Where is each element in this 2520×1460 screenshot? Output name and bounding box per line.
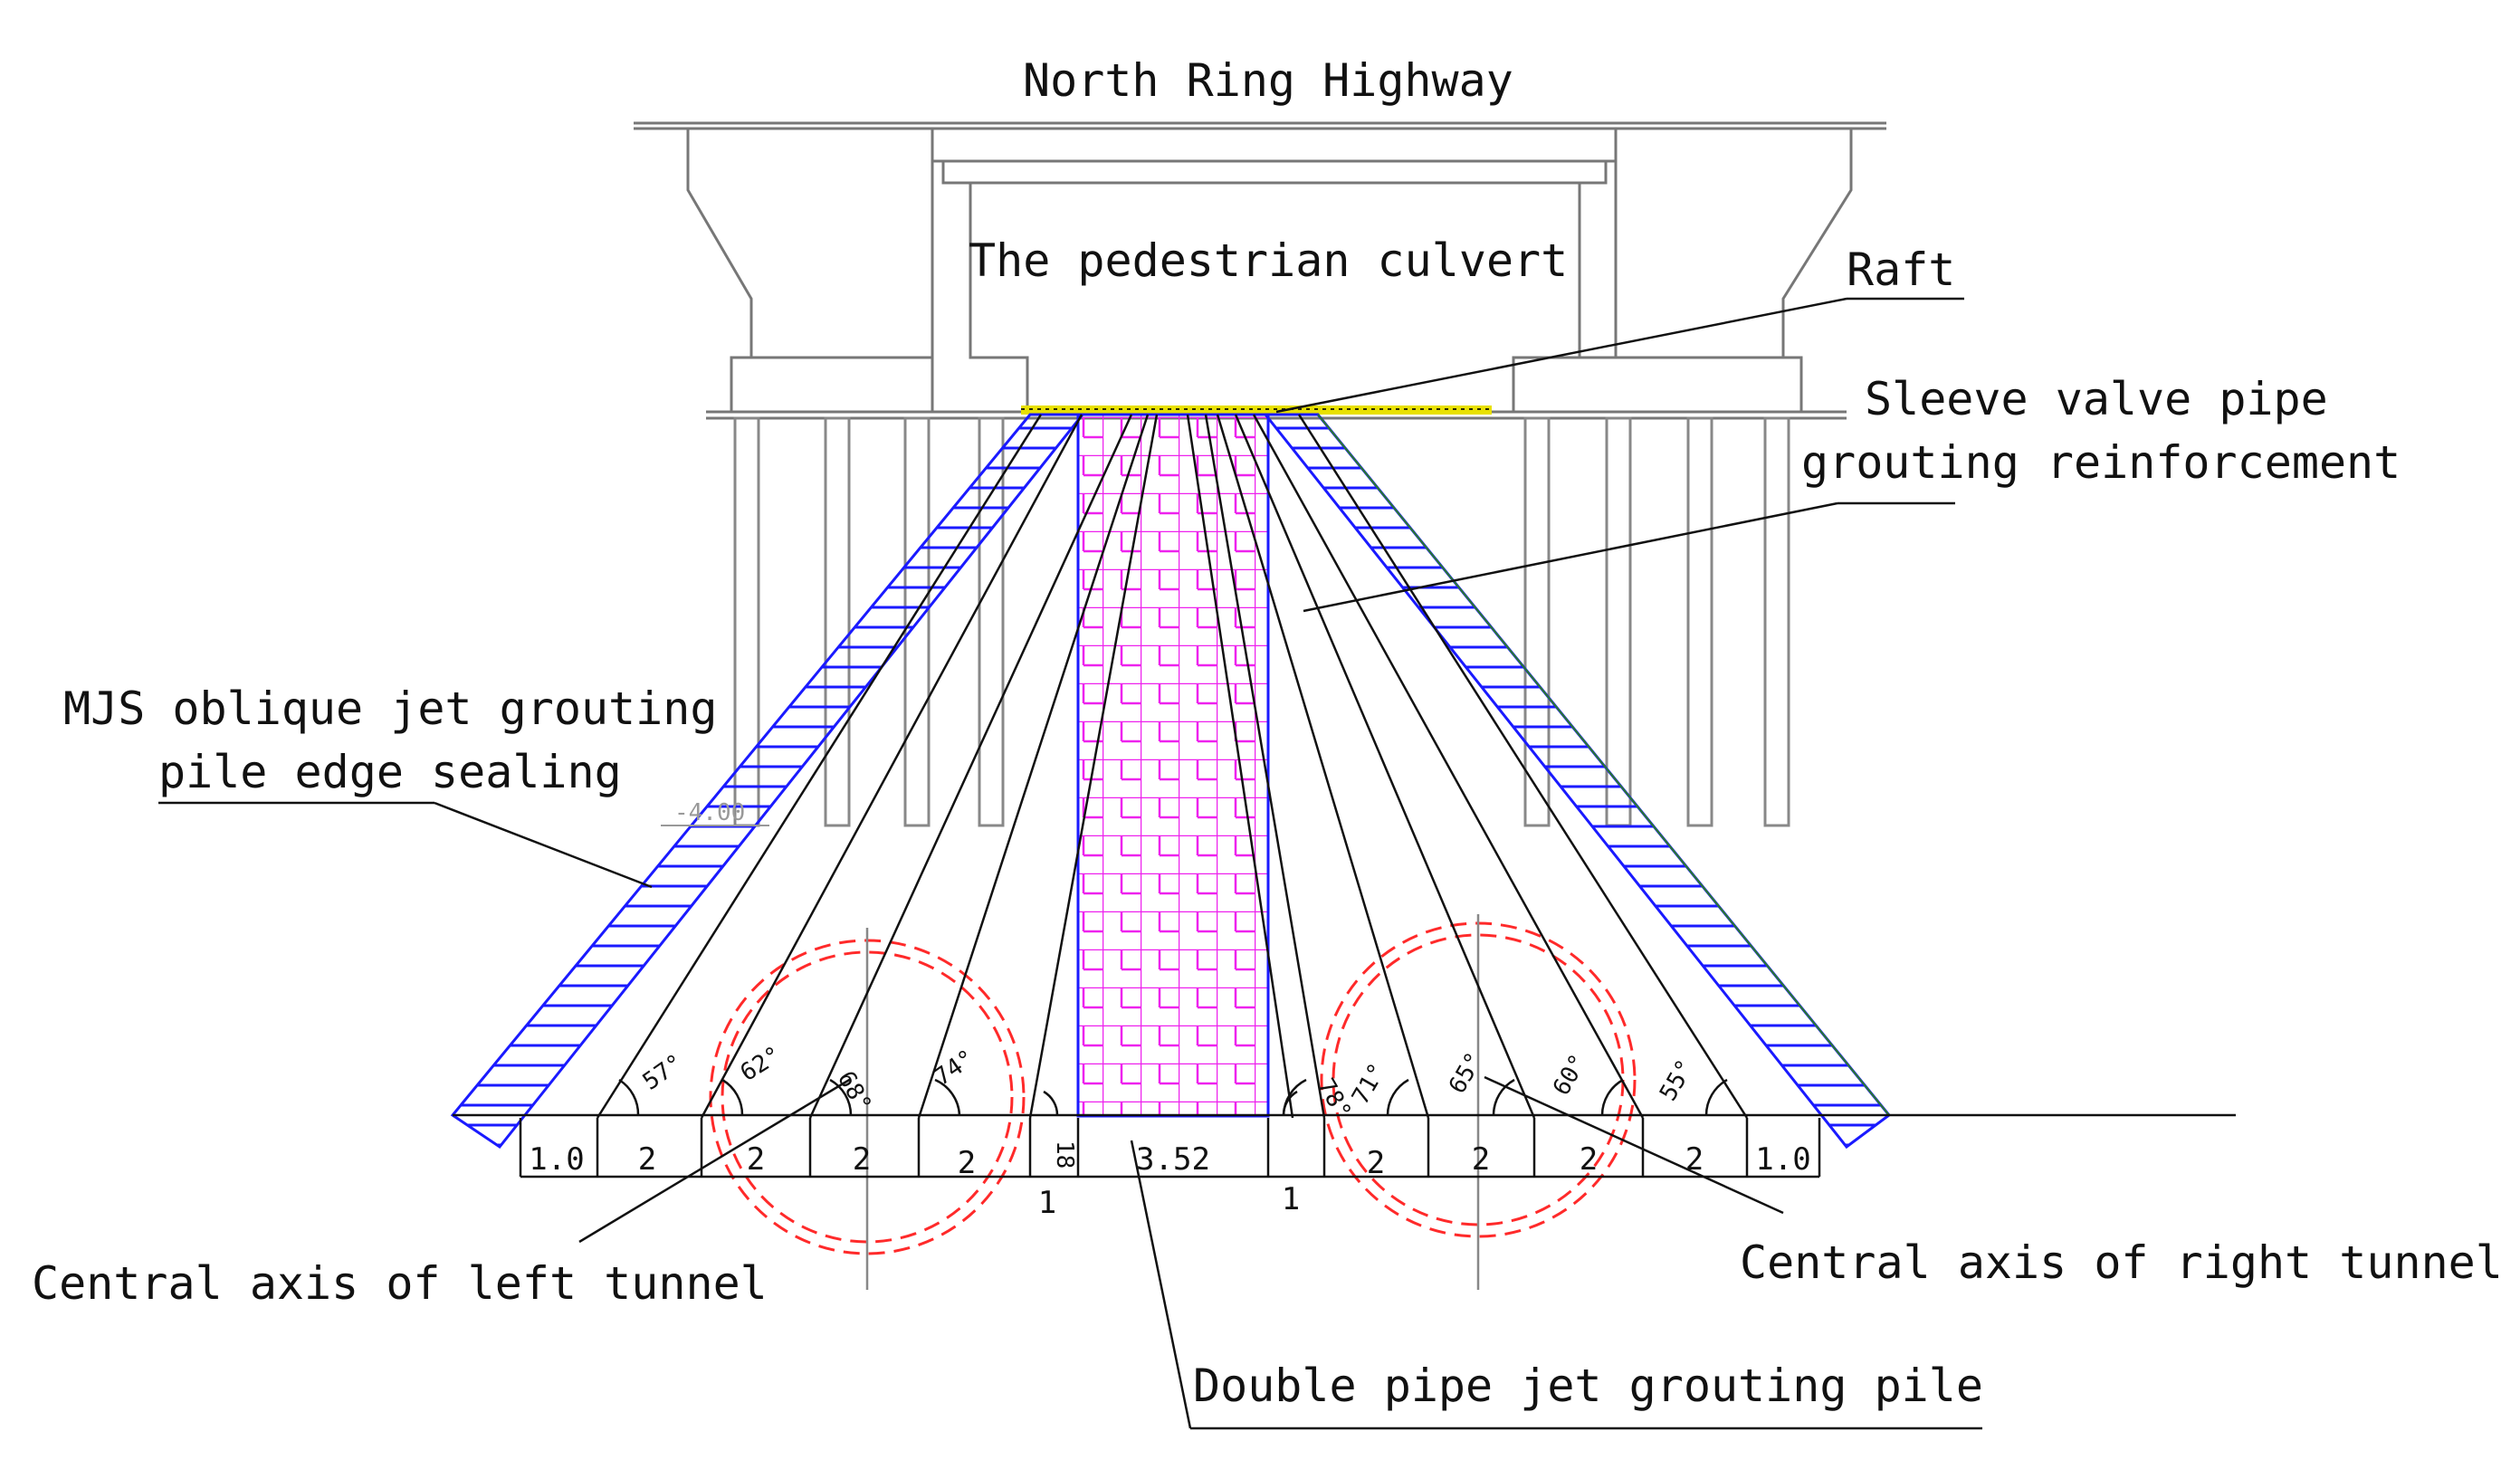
dim-center: 3.52 — [1136, 1141, 1210, 1178]
svg-text:-4.00: -4.00 — [674, 799, 745, 826]
dim-right-1: 2 — [1367, 1145, 1385, 1181]
dim-right-2: 2 — [1472, 1141, 1490, 1178]
angle-left-68: 68° — [832, 1067, 876, 1118]
angle-right-60: 60° — [1548, 1050, 1592, 1101]
label-raft: Raft — [1847, 243, 1955, 296]
angle-left-74: 74° — [930, 1045, 980, 1092]
tunnel-axes — [865, 914, 1480, 1290]
dim-offset-right: 1 — [1282, 1181, 1300, 1217]
leader-lines — [158, 297, 1982, 1430]
angle-arcs — [618, 1078, 1728, 1116]
label-pedestrian-culvert: The pedestrian culvert — [969, 234, 1568, 287]
dimension-line — [453, 1113, 2236, 1178]
dim-right-4: 2 — [1685, 1141, 1704, 1178]
dim-left-4: 2 — [853, 1141, 871, 1178]
label-double-pipe: Double pipe jet grouting pile — [1193, 1360, 1983, 1412]
dim-left-5: 2 — [958, 1145, 976, 1181]
dim-right-5: 1.0 — [1755, 1141, 1810, 1178]
dim-left-2: 2 — [638, 1141, 656, 1178]
dim-offset-left: 1 — [1038, 1185, 1056, 1221]
label-sleeve-valve-line2: grouting reinforcement — [1801, 436, 2401, 489]
angle-right-65: 65° — [1444, 1048, 1488, 1099]
label-mjs-line1: MJS oblique jet grouting — [63, 682, 717, 735]
label-north-ring-highway: North Ring Highway — [1023, 54, 1513, 107]
dim-left-3: 2 — [747, 1141, 765, 1178]
dim-left-1: 1.0 — [529, 1141, 584, 1178]
mjs-right-wall — [1262, 413, 1892, 1150]
label-right-tunnel-axis: Central axis of right tunnel — [1740, 1236, 2503, 1289]
angle-right-71: 71° — [1347, 1059, 1391, 1110]
label-mjs-line2: pile edge sealing — [158, 746, 622, 798]
elevation-marker: -4.00 — [661, 799, 769, 826]
dim-center-small: 18 — [1051, 1140, 1078, 1169]
angle-right-55: 55° — [1655, 1055, 1699, 1106]
dim-right-3: 2 — [1580, 1141, 1598, 1178]
sleeve-pipe-fan — [596, 414, 1749, 1119]
left-abutment — [686, 129, 934, 414]
label-sleeve-valve-line1: Sleeve valve pipe — [1865, 373, 2328, 425]
label-left-tunnel-axis: Central axis of left tunnel — [32, 1257, 768, 1310]
angle-left-62: 62° — [736, 1042, 787, 1087]
angle-left-57: 57° — [638, 1049, 689, 1096]
